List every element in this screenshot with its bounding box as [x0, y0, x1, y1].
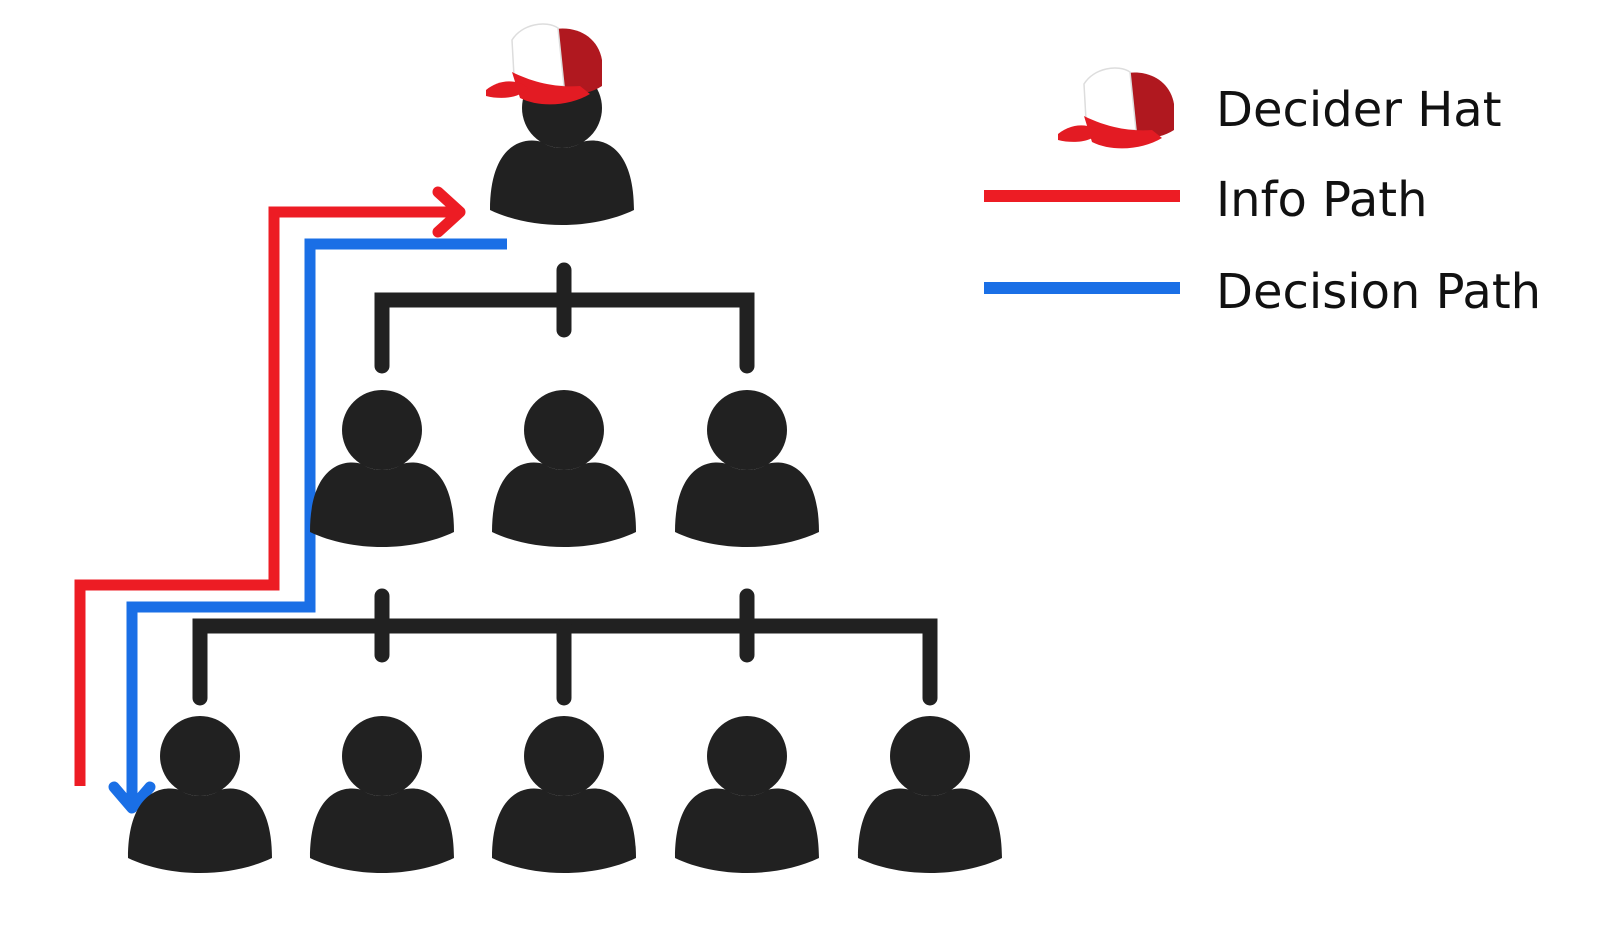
person-icon [310, 390, 454, 547]
person-icon [492, 390, 636, 547]
info-path-line [74, 206, 460, 786]
person-icon [858, 716, 1002, 873]
decision-path-line [126, 238, 507, 806]
legend-swatches [984, 67, 1180, 294]
person-icon [675, 390, 819, 547]
person-middle-1 [310, 390, 454, 547]
trucker-cap-icon [485, 23, 603, 106]
person-bottom-2 [310, 716, 454, 873]
legend-label-info-path: Info Path [1216, 172, 1428, 228]
person-top-1 [485, 23, 634, 225]
person-middle-2 [492, 390, 636, 547]
person-icon [492, 716, 636, 873]
person-icon [310, 716, 454, 873]
person-bottom-5 [858, 716, 1002, 873]
person-icon [675, 716, 819, 873]
legend-hat-icon [1057, 67, 1175, 150]
person-bottom-3 [492, 716, 636, 873]
legend-label-decider-hat: Decider Hat [1216, 82, 1502, 138]
people-group [128, 23, 1002, 873]
info-path-arrowhead [432, 186, 466, 238]
decision-path-arrowhead [108, 781, 156, 814]
legend-label-decision-path: Decision Path [1216, 264, 1542, 320]
person-bottom-4 [675, 716, 819, 873]
flow-paths [74, 186, 507, 814]
person-middle-3 [675, 390, 819, 547]
org-connectors [192, 262, 938, 706]
